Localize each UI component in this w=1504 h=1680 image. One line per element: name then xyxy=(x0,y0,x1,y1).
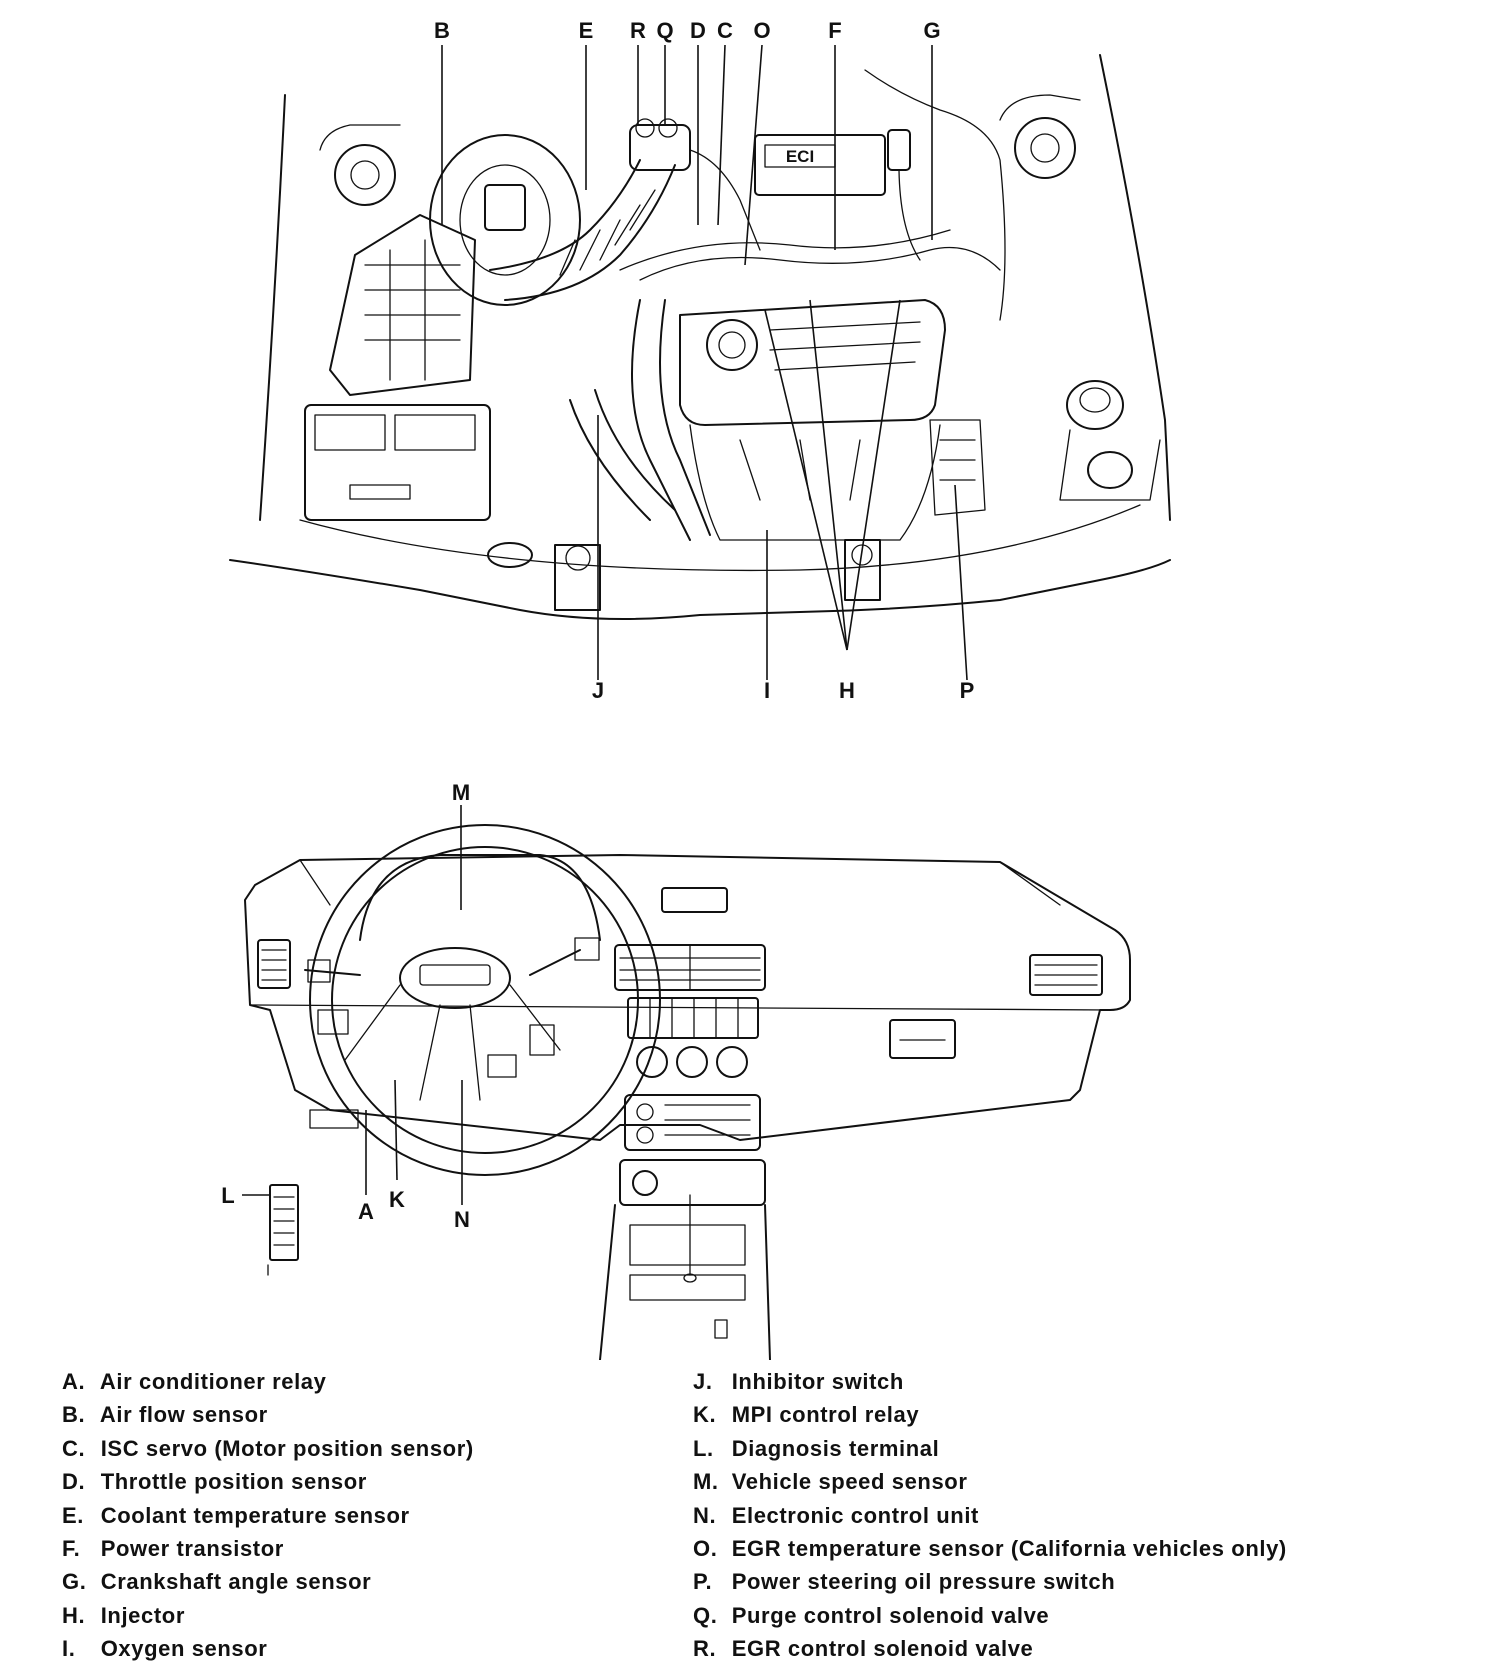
callout-g: G xyxy=(923,18,940,43)
eci-badge: ECI xyxy=(786,147,814,166)
callout-p: P xyxy=(960,678,975,703)
callout-c: C xyxy=(717,18,733,43)
legend-item: H. Injector xyxy=(62,1602,185,1628)
callout-b: B xyxy=(434,18,450,43)
callout-n: N xyxy=(454,1207,470,1232)
legend-item: E. Coolant temperature sensor xyxy=(62,1502,410,1528)
engine-leader-lines xyxy=(441,44,968,681)
callout-q: Q xyxy=(656,18,673,43)
legend-item: K. MPI control relay xyxy=(693,1402,920,1428)
component-location-diagram: E C I xyxy=(221,18,1171,1360)
dashboard-leader-lines xyxy=(242,805,463,1205)
legend-item: P. Power steering oil pressure switch xyxy=(693,1569,1116,1595)
dashboard-callouts: M L A K N xyxy=(221,780,470,1232)
legend-item: J. Inhibitor switch xyxy=(693,1369,904,1394)
legend-item: M. Vehicle speed sensor xyxy=(693,1469,968,1495)
legend-column-left: A. Air conditioner relay B. Air flow sen… xyxy=(62,1365,474,1666)
callout-r: R xyxy=(630,18,646,43)
legend-item: I. Oxygen sensor xyxy=(62,1636,268,1662)
callout-h: H xyxy=(839,678,855,703)
dashboard-drawing xyxy=(244,824,1131,1360)
engine-compartment-drawing: ECI xyxy=(229,54,1171,620)
legend-item: Q. Purge control solenoid valve xyxy=(693,1602,1050,1628)
legend-item: N. Electronic control unit xyxy=(693,1502,979,1528)
legend-item: G. Crankshaft angle sensor xyxy=(62,1569,372,1595)
legend-item: A. Air conditioner relay xyxy=(62,1369,327,1394)
legend-item: C. ISC servo (Motor position sensor) xyxy=(62,1435,474,1461)
legend-column-right: J. Inhibitor switch K. MPI control relay… xyxy=(693,1365,1287,1666)
callout-m: M xyxy=(452,780,470,805)
callout-k: K xyxy=(389,1187,405,1212)
callout-a: A xyxy=(358,1199,374,1224)
component-legend: A. Air conditioner relay B. Air flow sen… xyxy=(0,1365,1504,1680)
legend-item: B. Air flow sensor xyxy=(62,1402,268,1428)
legend-item: D. Throttle position sensor xyxy=(62,1469,367,1495)
callout-e: E xyxy=(579,18,594,43)
legend-item: L. Diagnosis terminal xyxy=(693,1435,940,1461)
callout-l: L xyxy=(221,1183,234,1208)
engine-callouts: B E R Q D C O F G J I H P xyxy=(434,18,974,703)
callout-d: D xyxy=(690,18,706,43)
legend-item: O. EGR temperature sensor (California ve… xyxy=(693,1535,1287,1561)
callout-j: J xyxy=(592,678,604,703)
legend-item: F. Power transistor xyxy=(62,1535,284,1561)
callout-i: I xyxy=(764,678,770,703)
callout-f: F xyxy=(828,18,841,43)
legend-item: R. EGR control solenoid valve xyxy=(693,1636,1034,1662)
callout-o: O xyxy=(753,18,770,43)
